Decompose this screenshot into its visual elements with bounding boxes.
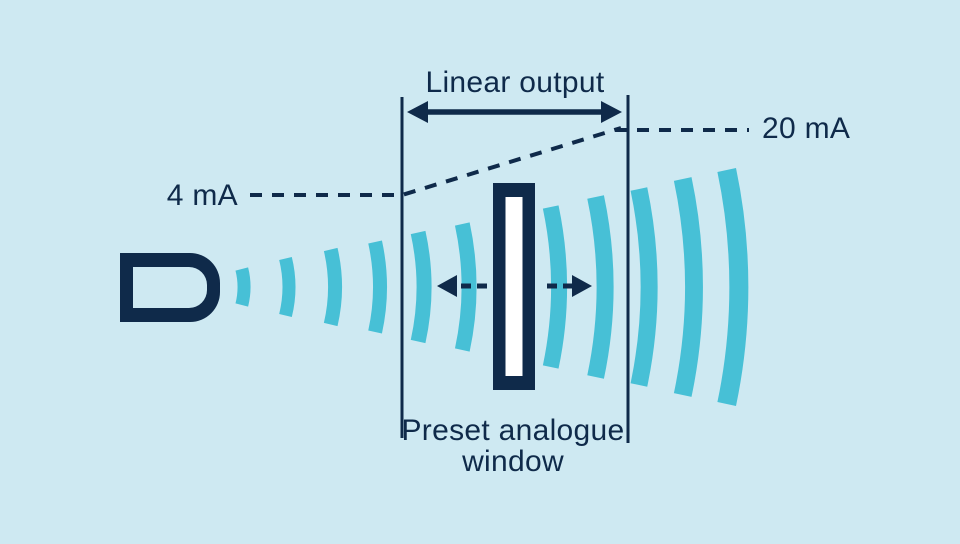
linear-output-range-arrow — [407, 101, 622, 123]
sound-wave-arc — [587, 195, 614, 379]
target-movement-arrow-right — [547, 275, 592, 297]
arrowhead-right-icon — [572, 275, 592, 297]
sound-wave-arc — [323, 247, 343, 327]
sound-wave-arc — [279, 256, 296, 318]
target-movement-arrow-left — [437, 275, 487, 297]
sound-wave-arc — [542, 205, 568, 369]
target-object — [493, 183, 535, 390]
target-object-face — [505, 197, 523, 376]
linear-output-label: Linear output — [425, 66, 604, 99]
sound-wave-arc — [410, 230, 432, 344]
sound-wave-arc — [630, 187, 658, 387]
sound-wave-arc — [717, 168, 749, 406]
sound-waves — [235, 168, 749, 406]
sound-wave-arc — [673, 177, 703, 397]
arrowhead-left-icon — [407, 101, 428, 123]
max-current-label: 20 mA — [762, 112, 850, 145]
min-current-label: 4 mA — [167, 179, 238, 212]
current-ramp-dashed-line — [250, 126, 622, 197]
sound-wave-arc — [368, 240, 387, 334]
arrowhead-left-icon — [437, 275, 457, 297]
preset-window-caption-line2: window — [461, 445, 564, 478]
arrowhead-right-icon — [601, 101, 622, 123]
sound-wave-arc — [235, 267, 251, 307]
ultrasonic-sensor-icon — [120, 253, 220, 322]
preset-window-caption-line1: Preset analogue — [402, 414, 625, 447]
